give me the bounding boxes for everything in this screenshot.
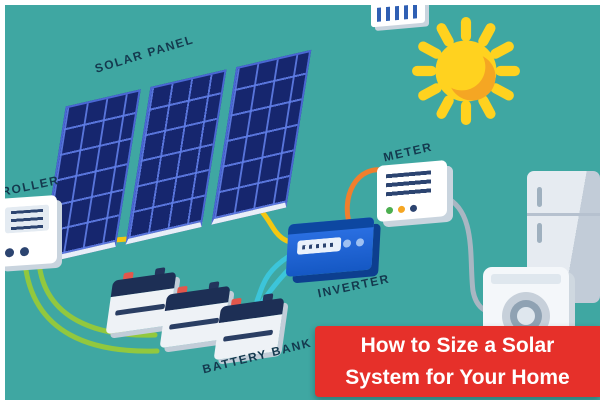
title-banner: How to Size a Solar System for Your Home	[315, 326, 600, 397]
breaker-box	[371, 5, 425, 28]
controller-button-1	[5, 247, 14, 258]
meter-light-orange	[398, 205, 405, 214]
meter-display-rows	[386, 170, 431, 201]
fridge-door-split	[527, 213, 600, 216]
fridge-handle-top	[537, 187, 542, 207]
title-line-1: How to Size a Solar	[360, 334, 555, 357]
meter-indicator-lights	[386, 204, 417, 215]
controller-button-2	[20, 246, 29, 257]
charge-controller	[5, 194, 57, 268]
wire-controller-to-battery-1	[22, 260, 160, 354]
washer-control-panel	[491, 274, 561, 284]
meter	[377, 159, 447, 223]
meter-light-blue	[410, 204, 417, 213]
inverter-button-2	[355, 237, 365, 247]
breaker-switch-rows	[377, 5, 419, 22]
inverter	[285, 217, 375, 277]
meter-light-green	[386, 206, 393, 215]
controller-screen	[5, 204, 49, 234]
sun-icon	[412, 17, 520, 125]
wire-controller-to-battery-2	[36, 260, 158, 338]
washer-door-glass	[517, 307, 535, 325]
inverter-display	[296, 236, 342, 255]
inverter-button-1	[342, 239, 352, 248]
fridge-handle-bottom	[537, 223, 542, 243]
title-line-2: System for Your Home	[345, 365, 570, 389]
controller-buttons	[5, 246, 29, 258]
wire-inverter-to-battery-1	[254, 252, 294, 304]
